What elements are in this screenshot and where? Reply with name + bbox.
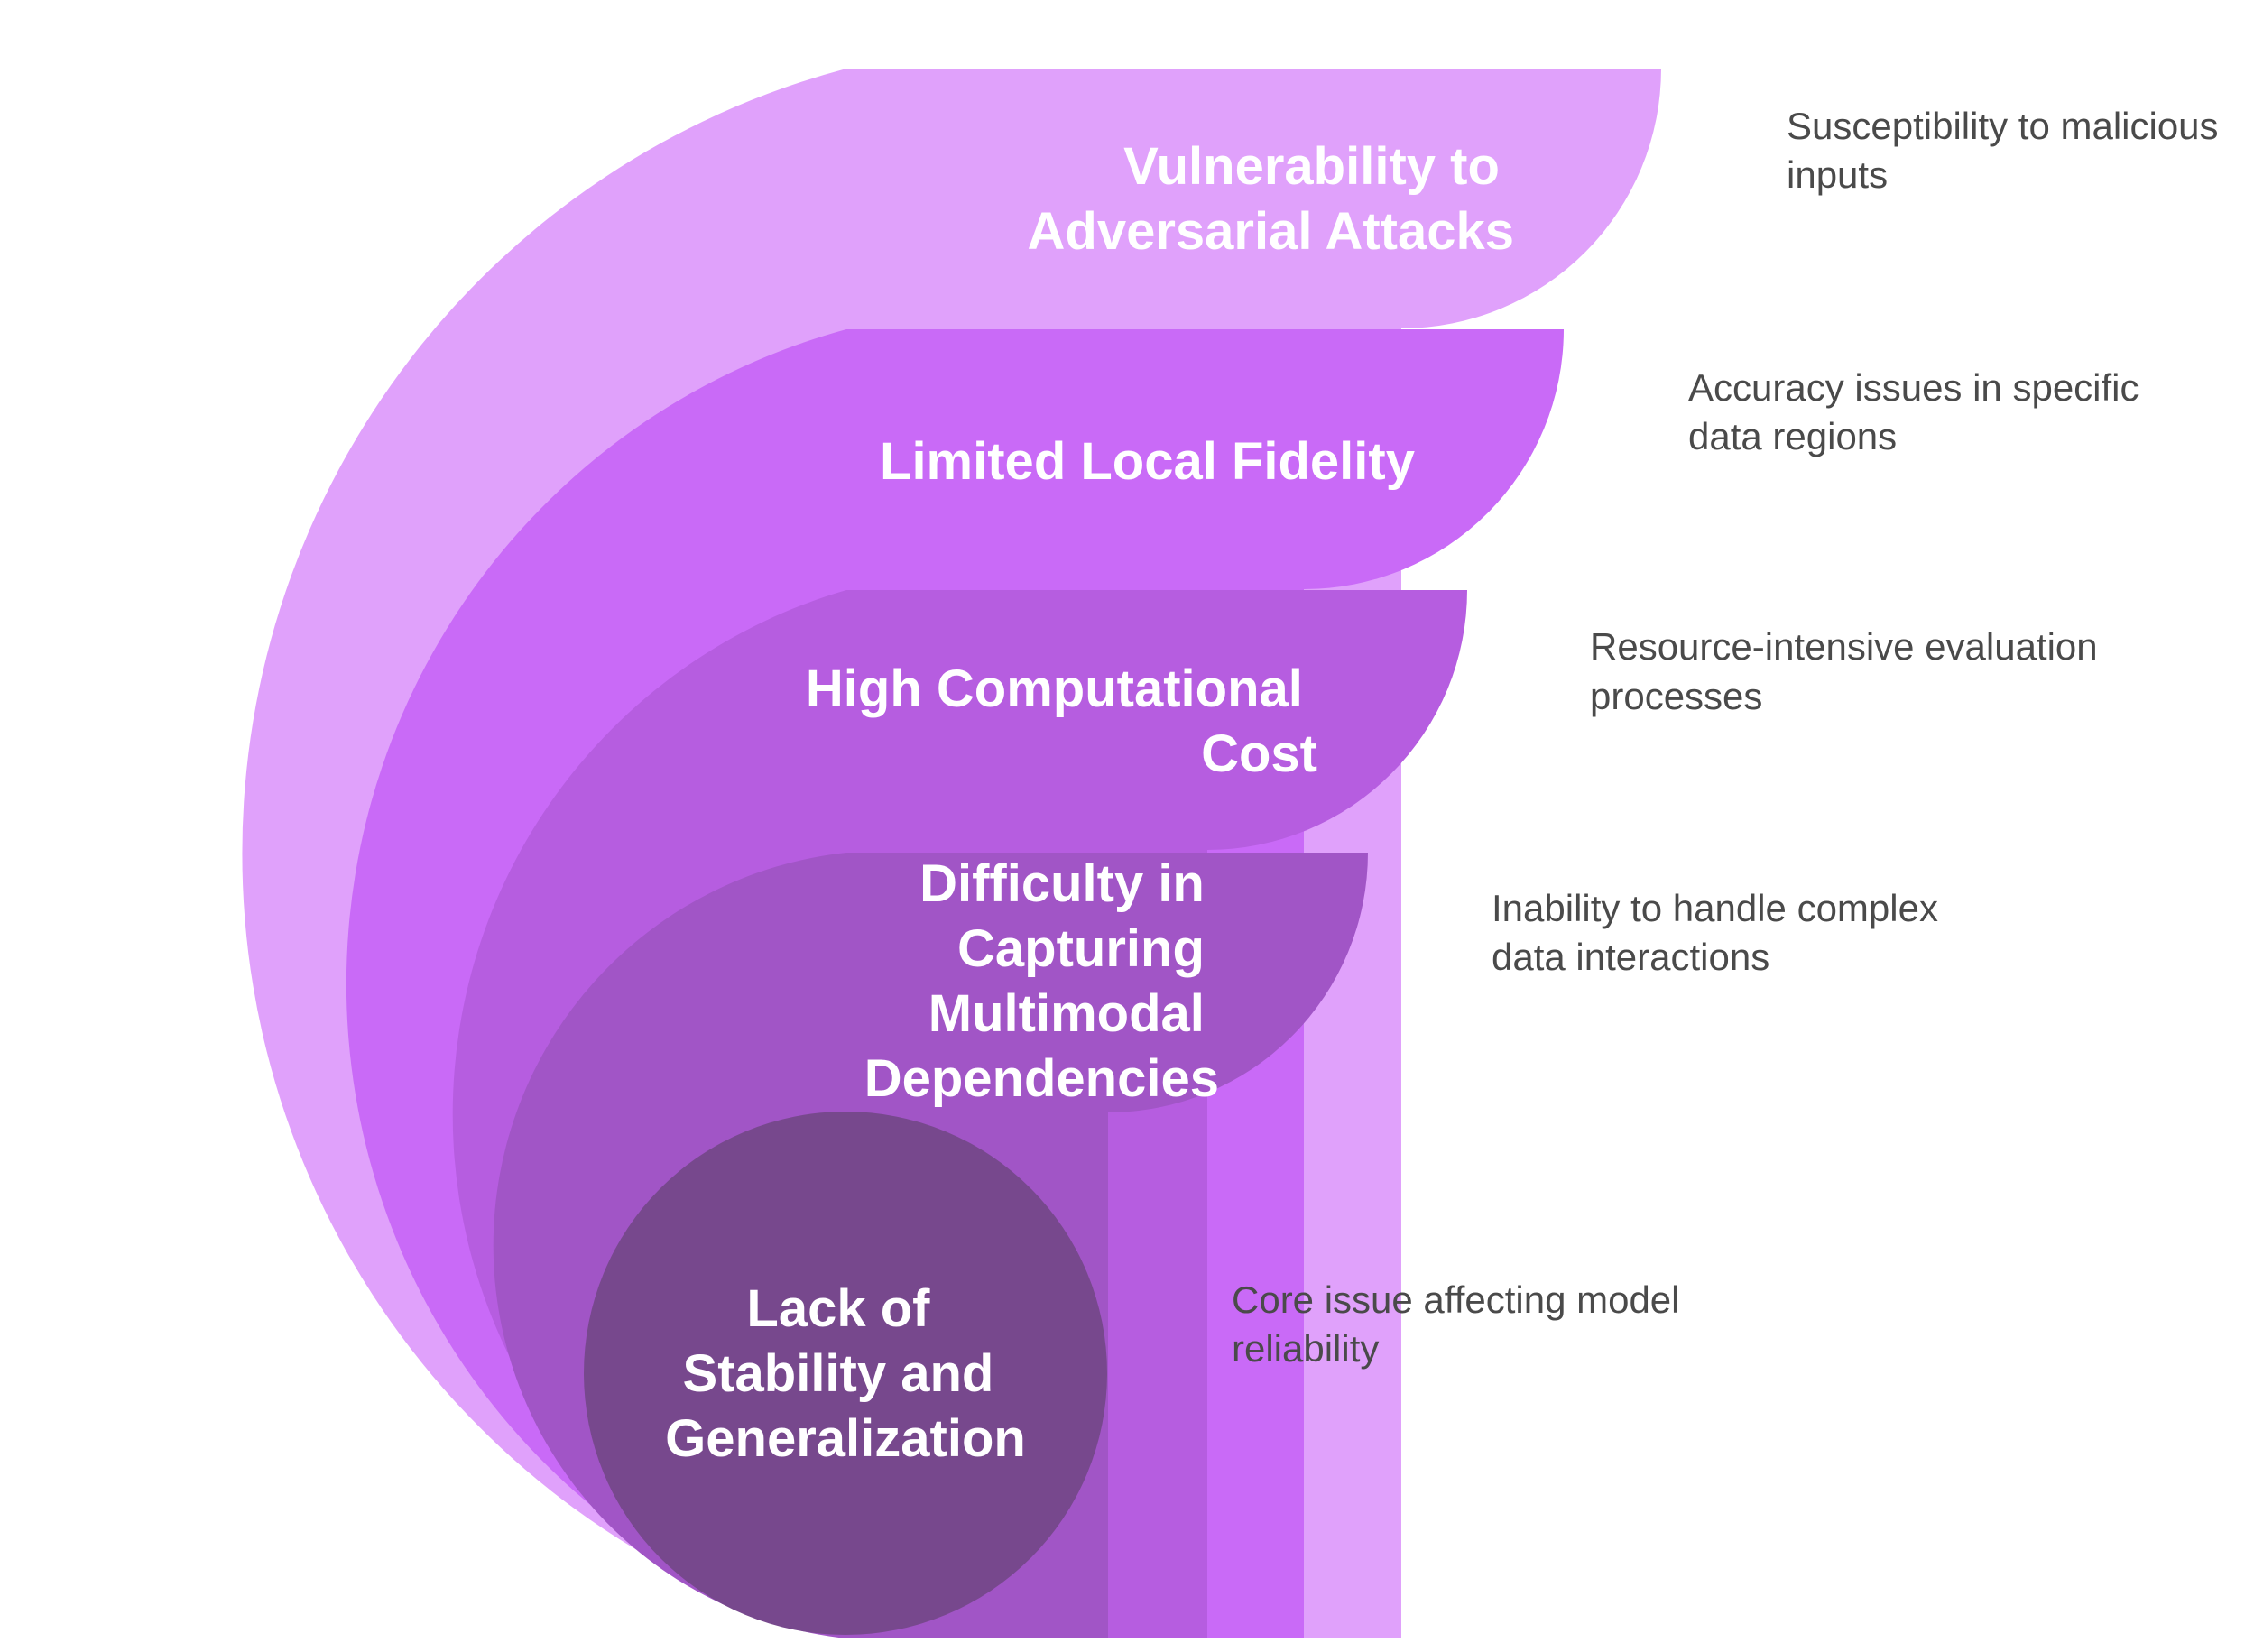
layer-description-line: data regions	[1688, 415, 1897, 457]
layer-title-line: High Computational	[806, 660, 1303, 718]
layer-title-line: Capturing	[957, 919, 1205, 978]
core-circle	[584, 1112, 1107, 1635]
layer-description: Resource-intensive evaluation processes	[1590, 625, 2108, 717]
core-lack-of-stability: Lack of Stability and Generalization Cor…	[584, 1112, 1690, 1635]
layer-description-line: Susceptibility to malicious	[1787, 105, 2219, 147]
layer-title-line: Multimodal	[928, 984, 1205, 1043]
layer-title-line: Cost	[1201, 724, 1317, 783]
layer-title-line: Vulnerability to	[1123, 137, 1500, 196]
layer-title-line: Difficulty in	[919, 854, 1205, 913]
core-title-line: Generalization	[665, 1409, 1026, 1468]
core-description: Core issue affecting model reliability	[1232, 1278, 1690, 1370]
layer-description-line: processes	[1590, 675, 1762, 717]
core-title: Lack of Stability and Generalization	[665, 1279, 1026, 1468]
layer-title-line: Adversarial Attacks	[1028, 202, 1514, 261]
core-title-line: Lack of	[746, 1279, 930, 1338]
core-description-line: Core issue affecting model	[1232, 1278, 1680, 1321]
layer-description: Inability to handle complex data interac…	[1492, 887, 1949, 978]
layer-title: Limited Local Fidelity	[880, 432, 1415, 491]
layer-description-line: inputs	[1787, 153, 1888, 196]
core-title-line: Stability and	[683, 1344, 994, 1403]
layer-description-line: Resource-intensive evaluation	[1590, 625, 2098, 668]
layer-description: Susceptibility to malicious inputs	[1787, 105, 2229, 196]
layer-description-line: data interactions	[1492, 936, 1769, 978]
layer-title-line: Dependencies	[864, 1049, 1219, 1108]
layer-title-line: Limited Local Fidelity	[880, 432, 1415, 491]
layer-description-line: Accuracy issues in specific	[1688, 366, 2139, 409]
layer-description-line: Inability to handle complex	[1492, 887, 1938, 929]
core-description-line: reliability	[1232, 1327, 1379, 1370]
layer-title: High Computational Cost	[806, 660, 1317, 783]
layer-title: Vulnerability to Adversarial Attacks	[1028, 137, 1514, 261]
layer-description: Accuracy issues in specific data regions	[1688, 366, 2149, 457]
layer-title: Difficulty in Capturing Multimodal Depen…	[864, 854, 1219, 1108]
